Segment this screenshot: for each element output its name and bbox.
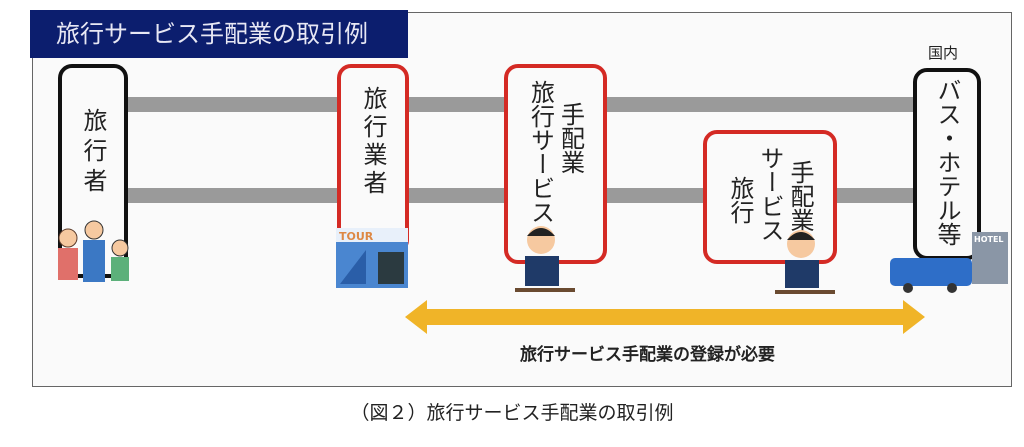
hotel-sign: HOTEL [974,235,1004,244]
travel-agency-box: 旅行業者 [337,64,409,254]
bus-and-hotel-icon: HOTEL [890,232,1008,293]
diagram-title: 旅行サービス手配業の取引例 [30,10,408,58]
travel-agency-label: 旅行業者 [359,86,387,198]
supplier-box: バス・ホテル等 [913,68,981,260]
domestic-label: 国内 [928,44,959,62]
arranger-2-col2: サービス [756,146,784,242]
arranger-1-col1: 旅行サービス [526,80,555,224]
arranger-box-1: 旅行サービス 手配業 [504,64,607,264]
travel-agency-shop-icon: TOUR [336,228,408,288]
registration-required-arrow-icon [405,300,925,334]
traveler-label: 旅行者 [79,108,107,198]
supplier-label: バス・ホテル等 [933,78,961,246]
registration-required-label: 旅行サービス手配業の登録が必要 [520,345,775,365]
arranger-2-col1: 旅行 [726,176,754,224]
family-illustration-icon [58,220,129,282]
operator-person-icon [775,230,835,294]
operator-person-icon [515,226,575,292]
tour-sign: TOUR [339,230,374,243]
figure-caption: （図２）旅行サービス手配業の取引例 [350,402,674,424]
arranger-1-col2: 手配業 [556,102,585,174]
arranger-2-col3: 手配業 [786,160,814,232]
